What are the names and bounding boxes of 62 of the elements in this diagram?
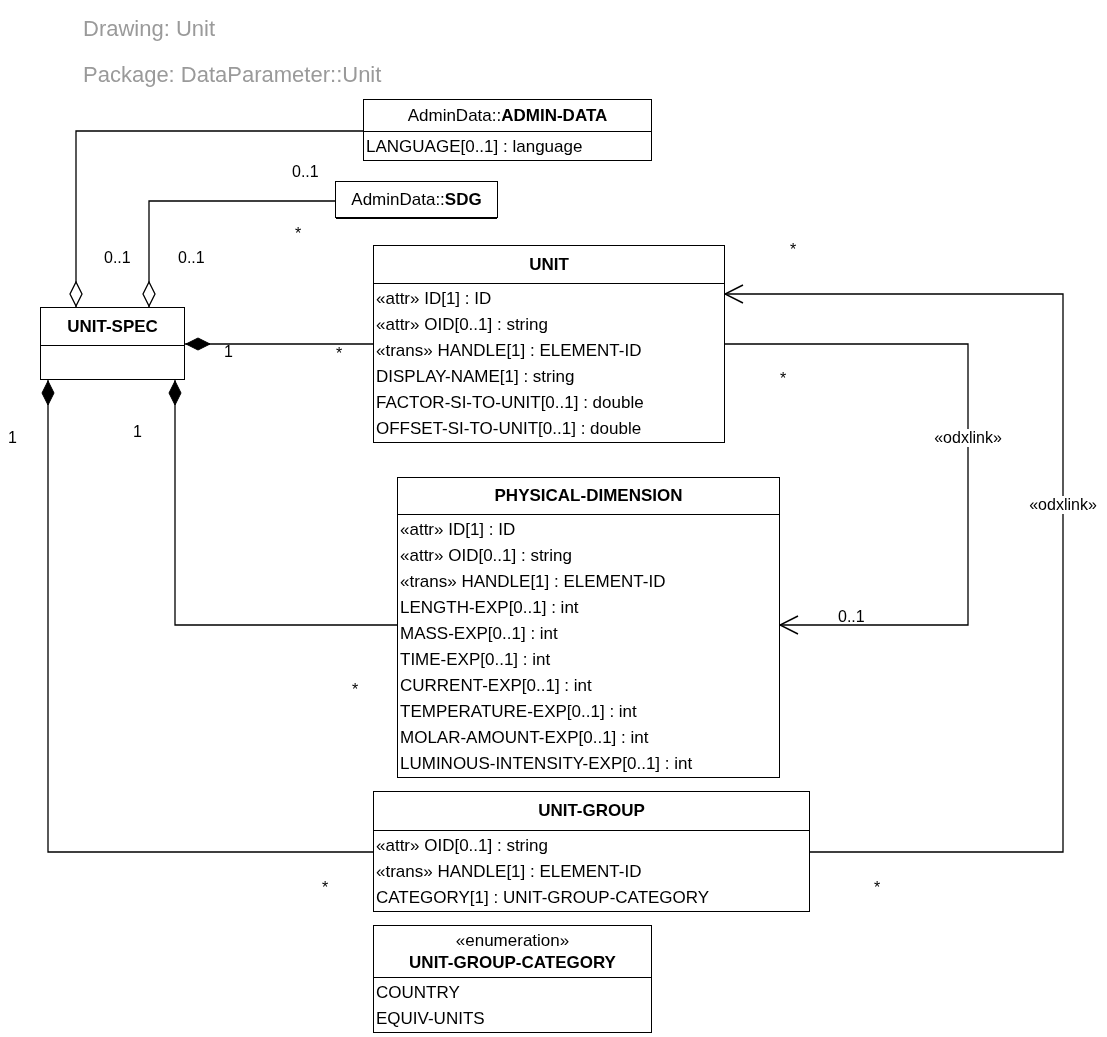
class-name: UNIT-GROUP xyxy=(538,800,645,822)
multiplicity-label: * xyxy=(790,240,797,260)
class-box xyxy=(373,925,652,1033)
attribute-text: FACTOR-SI-TO-UNIT[0..1] : double xyxy=(375,392,645,414)
association-line xyxy=(168,379,398,626)
attribute-text: «attr» ID[1] : ID xyxy=(375,288,493,310)
class-name: AdminData::SDG xyxy=(351,189,482,211)
association-line xyxy=(724,343,969,635)
attribute-text: CATEGORY[1] : UNIT-GROUP-CATEGORY xyxy=(375,887,711,909)
attribute-text: EQUIV-UNITS xyxy=(375,1008,486,1030)
multiplicity-label: 1 xyxy=(133,422,142,442)
attribute-text: MOLAR-AMOUNT-EXP[0..1] : int xyxy=(399,727,650,749)
attribute-text: TIME-EXP[0..1] : int xyxy=(399,649,552,671)
multiplicity-label: 1 xyxy=(8,428,17,448)
multiplicity-label: * xyxy=(295,224,302,244)
edge-label: «odxlink» xyxy=(1028,496,1098,514)
multiplicity-label: 0..1 xyxy=(838,607,865,627)
multiplicity-label: * xyxy=(336,344,343,364)
class-box xyxy=(397,477,780,778)
attribute-text: OFFSET-SI-TO-UNIT[0..1] : double xyxy=(375,418,643,440)
multiplicity-label: * xyxy=(352,680,359,700)
class-box xyxy=(373,245,725,443)
attribute-text: «trans» HANDLE[1] : ELEMENT-ID xyxy=(375,340,643,362)
multiplicity-label: * xyxy=(874,878,881,898)
attribute-text: LENGTH-EXP[0..1] : int xyxy=(399,597,580,619)
attribute-text: «attr» ID[1] : ID xyxy=(399,519,517,541)
class-name: UNIT-GROUP-CATEGORY xyxy=(409,951,616,974)
multiplicity-label: * xyxy=(322,878,329,898)
attribute-text: «trans» HANDLE[1] : ELEMENT-ID xyxy=(375,861,643,883)
edge-label: «odxlink» xyxy=(933,429,1003,447)
attribute-text: LUMINOUS-INTENSITY-EXP[0..1] : int xyxy=(399,753,694,775)
diagram-title: Drawing: Unit xyxy=(83,15,216,43)
class-box xyxy=(363,99,652,161)
attribute-text: COUNTRY xyxy=(375,982,461,1004)
class-name: UNIT xyxy=(529,253,569,276)
class-box xyxy=(373,791,810,912)
attribute-text: «trans» HANDLE[1] : ELEMENT-ID xyxy=(399,571,667,593)
attribute-text: «attr» OID[0..1] : string xyxy=(375,835,549,857)
package-label: Package: DataParameter::Unit xyxy=(83,61,382,89)
multiplicity-label: 0..1 xyxy=(104,248,131,268)
association-line xyxy=(142,200,336,308)
association-line xyxy=(184,337,374,351)
class-name: UNIT-SPEC xyxy=(67,315,158,338)
multiplicity-label: 1 xyxy=(224,342,233,362)
attribute-text: MASS-EXP[0..1] : int xyxy=(399,623,559,645)
class-name: PHYSICAL-DIMENSION xyxy=(494,485,683,507)
class-name: AdminData::ADMIN-DATA xyxy=(407,104,608,127)
association-line xyxy=(69,130,364,308)
multiplicity-label: 0..1 xyxy=(292,162,319,182)
association-line xyxy=(724,284,1064,853)
association-line xyxy=(41,379,374,853)
class-box xyxy=(335,181,498,218)
multiplicity-label: * xyxy=(780,369,787,389)
attribute-text: DISPLAY-NAME[1] : string xyxy=(375,366,576,388)
attribute-text: CURRENT-EXP[0..1] : int xyxy=(399,675,593,697)
class-box xyxy=(40,307,185,380)
attribute-text: TEMPERATURE-EXP[0..1] : int xyxy=(399,701,638,723)
attribute-text: «attr» OID[0..1] : string xyxy=(399,545,573,567)
multiplicity-label: 0..1 xyxy=(178,248,205,268)
attribute-text: LANGUAGE[0..1] : language xyxy=(365,136,584,158)
attribute-text: «attr» OID[0..1] : string xyxy=(375,314,549,336)
stereotype-label: «enumeration» xyxy=(455,929,570,952)
